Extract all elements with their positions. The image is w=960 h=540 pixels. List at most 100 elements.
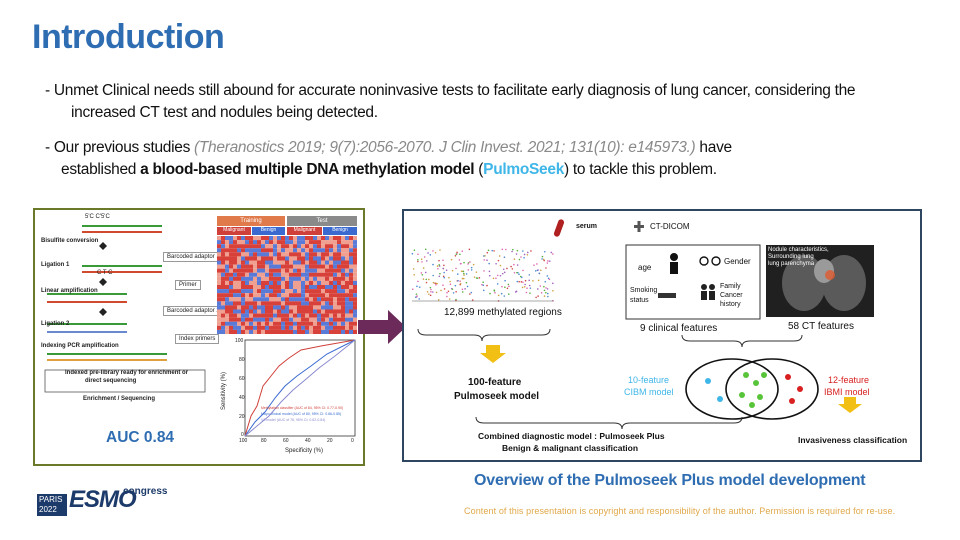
heatmap-cell bbox=[341, 268, 345, 273]
roc-xtick-80: 80 bbox=[261, 438, 267, 444]
ct-features-count: 58 CT features bbox=[788, 321, 854, 332]
heatmap-cell bbox=[317, 329, 321, 334]
methylation-dot bbox=[471, 299, 474, 301]
heatmap-cell bbox=[245, 317, 249, 322]
heatmap-cell bbox=[229, 256, 233, 261]
heatmap-cell bbox=[309, 317, 313, 322]
heatmap-cell bbox=[229, 297, 233, 302]
heatmap-cell bbox=[281, 321, 285, 326]
methylation-dot bbox=[482, 281, 484, 284]
heatmap-cell bbox=[293, 297, 297, 302]
heatmap-cell bbox=[277, 317, 281, 322]
heatmap-cell bbox=[233, 252, 237, 257]
heatmap-cell bbox=[337, 301, 341, 306]
roc-ytick-100: 100 bbox=[235, 338, 244, 344]
heatmap-cell bbox=[321, 264, 325, 269]
heatmap-cell bbox=[277, 272, 281, 277]
methylation-dot bbox=[535, 296, 537, 299]
heatmap-cell bbox=[277, 248, 281, 253]
heatmap-cell bbox=[285, 260, 289, 265]
roc-ytick-20: 20 bbox=[239, 414, 245, 420]
clinical-status: status bbox=[630, 297, 649, 304]
heatmap-cell bbox=[321, 297, 325, 302]
heatmap-cell bbox=[353, 321, 357, 326]
methylation-dot bbox=[547, 295, 549, 298]
heatmap-cell bbox=[313, 240, 317, 245]
heatmap-cell bbox=[265, 293, 269, 298]
heatmap-cell bbox=[277, 252, 281, 257]
heatmap-cell bbox=[261, 252, 265, 257]
methylation-dot bbox=[449, 280, 451, 283]
heatmap-cell bbox=[273, 309, 277, 314]
heatmap-cell bbox=[301, 256, 305, 261]
heatmap-cell bbox=[305, 293, 309, 298]
heatmap-cell bbox=[317, 325, 321, 330]
heatmap-cell bbox=[233, 329, 237, 334]
heatmap-cell bbox=[321, 280, 325, 285]
heatmap-cell bbox=[241, 264, 245, 269]
heatmap-cell bbox=[245, 240, 249, 245]
heatmap-cell bbox=[337, 309, 341, 314]
heatmap-cell bbox=[333, 321, 337, 326]
heatmap-cell bbox=[245, 268, 249, 273]
heatmap-cell bbox=[345, 240, 349, 245]
heatmap-cell bbox=[253, 317, 257, 322]
heatmap-cell bbox=[217, 244, 221, 249]
methylation-dot bbox=[470, 291, 473, 294]
heatmap-cell bbox=[293, 325, 297, 330]
heatmap-cell bbox=[309, 256, 313, 261]
heatmap-cell bbox=[297, 244, 301, 249]
methylation-dot bbox=[541, 255, 544, 258]
methylation-dot bbox=[439, 249, 441, 251]
methylation-dot bbox=[415, 293, 418, 295]
heatmap-cell bbox=[265, 260, 269, 265]
heatmap-cell bbox=[241, 260, 245, 265]
heatmap-cell bbox=[345, 321, 349, 326]
heatmap-cell bbox=[237, 305, 241, 310]
methylation-dot bbox=[424, 271, 427, 274]
heatmap-cell bbox=[313, 280, 317, 285]
heatmap-cell bbox=[337, 313, 341, 318]
heatmap-cell bbox=[285, 264, 289, 269]
heatmap-cell bbox=[233, 256, 237, 261]
heatmap-cell bbox=[217, 293, 221, 298]
heatmap-cell bbox=[297, 276, 301, 281]
heatmap-cell bbox=[341, 280, 345, 285]
heatmap-cell bbox=[309, 252, 313, 257]
heatmap-cell bbox=[249, 305, 253, 310]
ct-overlay-3: lung parenchyma bbox=[768, 261, 815, 267]
methylation-dot bbox=[442, 284, 444, 286]
roc-xtick-100: 100 bbox=[239, 438, 248, 444]
heatmap-cell bbox=[321, 321, 325, 326]
heatmap-cell bbox=[349, 264, 353, 269]
heatmap-cell bbox=[273, 285, 277, 290]
heatmap-cell bbox=[273, 264, 277, 269]
heatmap-cell bbox=[309, 248, 313, 253]
heatmap-cell bbox=[317, 240, 321, 245]
methylation-dot bbox=[528, 279, 531, 282]
heatmap-cell bbox=[333, 248, 337, 253]
heatmap-cell bbox=[329, 305, 333, 310]
heatmap-cell bbox=[233, 293, 237, 298]
heatmap-cell bbox=[317, 264, 321, 269]
heatmap-cell bbox=[257, 260, 261, 265]
heatmap-cell bbox=[309, 276, 313, 281]
heatmap-cell bbox=[301, 280, 305, 285]
heatmap-cell bbox=[349, 309, 353, 314]
methylation-dot bbox=[540, 292, 543, 294]
methylation-dot bbox=[520, 276, 523, 279]
methylation-dot bbox=[465, 273, 468, 275]
heatmap-cell bbox=[253, 285, 257, 290]
heatmap-cell bbox=[353, 280, 357, 285]
heatmap-cell bbox=[229, 280, 233, 285]
methylation-dot bbox=[418, 286, 421, 288]
heatmap-cell bbox=[333, 305, 337, 310]
heatmap-cell bbox=[329, 289, 333, 294]
methylation-dot bbox=[520, 281, 523, 283]
heatmap-cell bbox=[325, 280, 329, 285]
methylation-dot bbox=[438, 264, 441, 266]
methylation-dot bbox=[461, 291, 464, 293]
heatmap-cell bbox=[285, 285, 289, 290]
heatmap-cells bbox=[217, 236, 357, 334]
figure-caption: Overview of the Pulmoseek Plus model dev… bbox=[474, 472, 866, 489]
